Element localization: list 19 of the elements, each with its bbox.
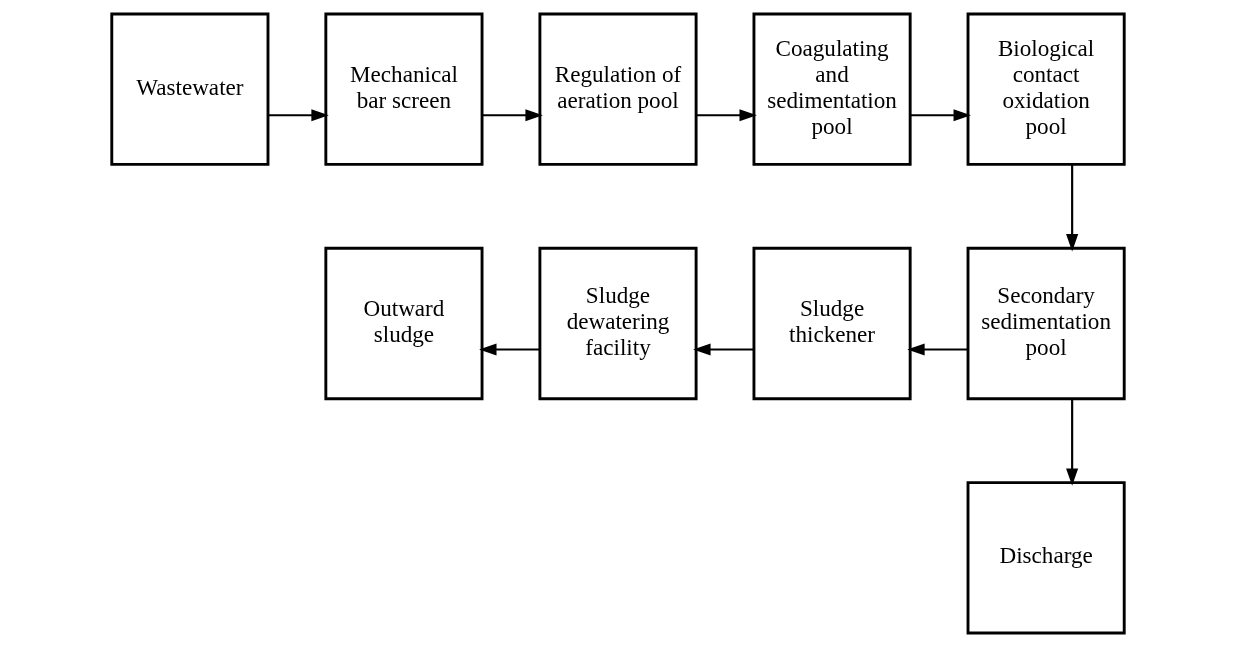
node-box: Sludge dewatering facility xyxy=(537,246,698,401)
arrow xyxy=(692,343,754,356)
node-box: Biological contact oxidation pool xyxy=(966,12,1126,166)
arrow xyxy=(481,109,543,122)
arrow xyxy=(478,343,539,356)
node-box: Coagulating and sedimentation pool xyxy=(752,12,912,166)
arrow xyxy=(696,109,757,122)
arrow xyxy=(906,343,968,356)
arrow xyxy=(910,109,971,122)
node-box: Mechanical bar screen xyxy=(323,12,483,166)
arrow xyxy=(1065,164,1078,252)
node-box: Secondary sedimentation pool xyxy=(966,246,1126,401)
node-box: Sludge thickener xyxy=(752,246,912,401)
node-box: Wastewater xyxy=(109,12,269,166)
arrow xyxy=(267,109,329,122)
node-box: Discharge xyxy=(966,481,1126,635)
node-box: Regulation of aeration pool xyxy=(537,12,698,166)
arrow xyxy=(1065,398,1078,486)
node-box: Outward sludge xyxy=(323,246,483,401)
